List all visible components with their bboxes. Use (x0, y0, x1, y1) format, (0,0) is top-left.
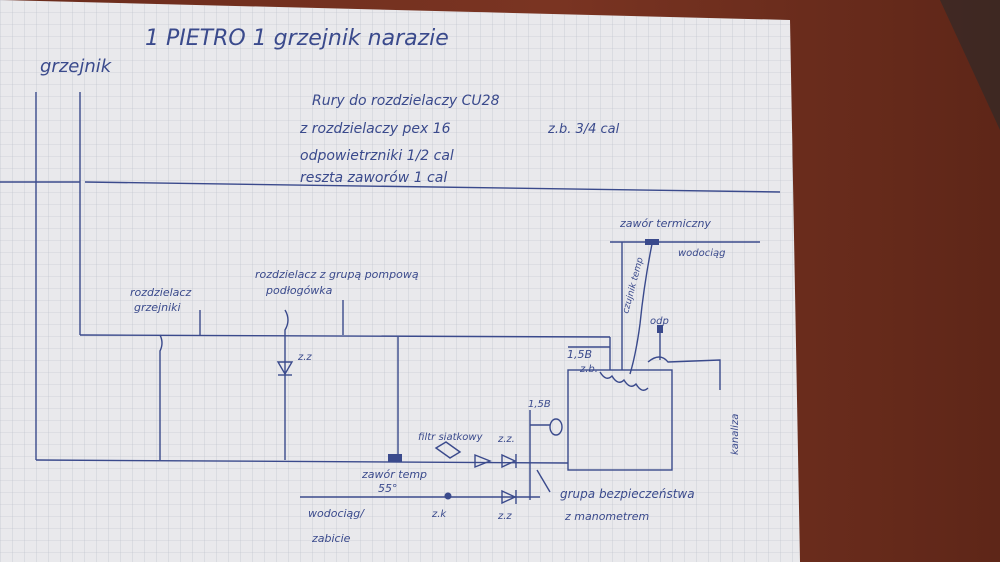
note-line-1: Rury do rozdzielaczy CU28 (312, 93, 500, 109)
safety-arrow (536, 469, 551, 493)
ball-valve-icon (444, 492, 452, 500)
drain-pipe (647, 356, 721, 390)
label-wodociag-zabicie: wodociąg/ (308, 507, 365, 520)
label-zabicie: zabicie (311, 532, 351, 545)
temp-sensor-line (629, 243, 653, 375)
label-grupa-manometr: z manometrem (564, 510, 649, 523)
device-corner (940, 0, 1000, 130)
supply-line (79, 334, 611, 338)
boiler-coil (599, 371, 649, 391)
zb-note: z.b. 3/4 cal (547, 122, 620, 137)
schematic-lines (0, 92, 781, 500)
label-zb-boiler: z.b. (579, 364, 598, 375)
return-line (35, 459, 569, 464)
page-title: 1 PIETRO 1 grzejnik narazie (145, 26, 449, 51)
check-valve-4-icon (501, 489, 517, 505)
boiler-tank (567, 369, 673, 471)
label-kanaliza: kanaliza (730, 414, 741, 455)
note-line-4: reszta zaworów 1 cal (300, 170, 447, 186)
check-valve-3-icon (501, 453, 517, 469)
temp-valve-icon (388, 454, 402, 462)
check-valve-2-icon (474, 453, 492, 469)
label-55: 55° (378, 482, 398, 495)
label-zz-2: z.z. (497, 434, 515, 445)
filter-icon (434, 441, 462, 459)
label-zk: z.k (431, 509, 447, 520)
label-rozdzielacz-1: rozdzielacz (130, 286, 191, 299)
label-podlogowka: podłogówka (265, 284, 333, 297)
label-zawor-temp: zawór temp (361, 468, 427, 481)
paper-grid (0, 0, 800, 562)
label-zz-3: z.z (497, 511, 512, 522)
note-line-2: z rozdzielaczy pex 16 (299, 121, 451, 137)
label-grzejniki: grzejniki (134, 301, 181, 314)
left-label: grzejnik (40, 56, 113, 77)
label-1-5b-top: 1,5B (528, 399, 551, 410)
check-valve-1-icon (276, 361, 294, 376)
label-rozdzielacz-pompa: rozdzielacz z grupą pompową (255, 268, 419, 281)
vent-icon (657, 325, 663, 333)
label-odp: odp (650, 316, 669, 327)
label-wodociag: wodociąg (678, 248, 726, 259)
label-1-5b-boiler: 1,5B (567, 348, 592, 361)
label-filtr: filtr siatkowy (418, 432, 484, 443)
label-zz-1: z.z (297, 352, 312, 363)
label-zawor-termiczny: zawór termiczny (619, 217, 711, 230)
label-grupa: grupa bezpieczeństwa (560, 487, 695, 501)
pressure-gauge-icon (549, 418, 563, 436)
note-line-3: odpowietrzniki 1/2 cal (300, 148, 454, 164)
thermal-valve-icon (645, 239, 659, 245)
floor-manifold-pipe (284, 309, 289, 460)
top-horizontal-line (84, 181, 781, 193)
radiator-manifold-pipe (159, 334, 163, 460)
